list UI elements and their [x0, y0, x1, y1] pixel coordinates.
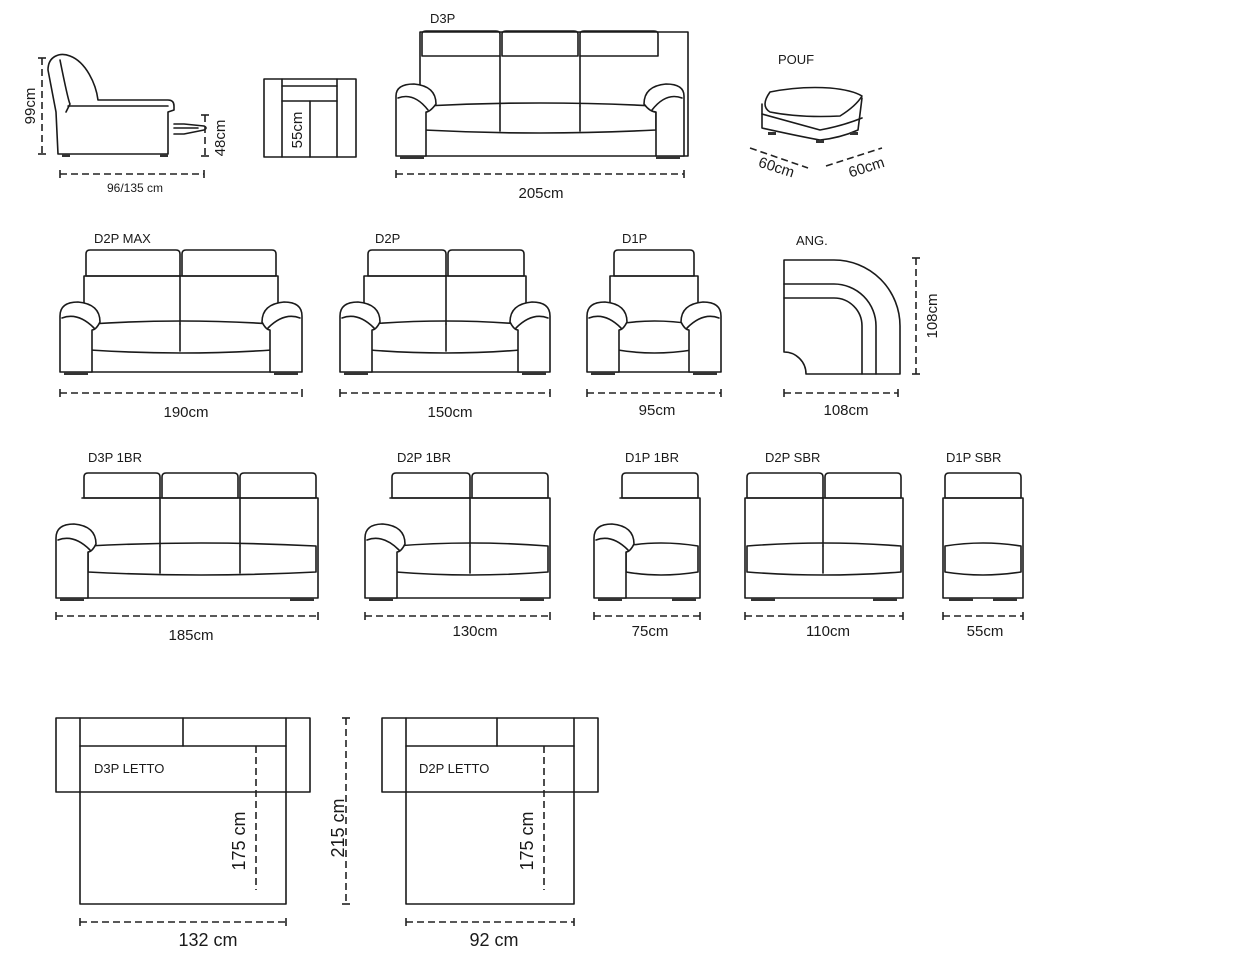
d1p-sbr-width-label: 55cm	[967, 623, 1004, 640]
d2p-sofa	[339, 249, 551, 397]
d1p-1br-width-label: 75cm	[632, 623, 669, 640]
d2p-letto-width-label: 92 cm	[469, 930, 518, 950]
letto-length-label: 215 cm	[328, 798, 348, 857]
d2p-max-width-label: 190cm	[163, 404, 208, 421]
side-view-recliner	[38, 53, 209, 178]
d2p-1br-width-label: 130cm	[452, 623, 497, 640]
ang-label: ANG.	[796, 233, 828, 248]
d3p-sofa	[395, 30, 689, 178]
arm-section	[263, 78, 357, 158]
d2p-sbr-width-label: 110cm	[806, 623, 850, 640]
d2p-width-label: 150cm	[427, 404, 472, 421]
d3p-letto-mattress-label: 175 cm	[229, 811, 249, 870]
d3p-1br-label: D3P 1BR	[88, 450, 142, 465]
d1p-1br-label: D1P 1BR	[625, 450, 679, 465]
d1p-armchair	[586, 249, 722, 397]
d2p-letto-plan	[381, 717, 599, 926]
d2p-sbr-sofa	[744, 472, 904, 620]
d2p-1br-label: D2P 1BR	[397, 450, 451, 465]
d1p-label: D1P	[622, 231, 647, 246]
pouf-label: POUF	[778, 52, 814, 67]
d2p-1br-sofa	[364, 472, 551, 620]
d3p-1br-width-label: 185cm	[168, 627, 213, 644]
d3p-letto-width-label: 132 cm	[178, 930, 237, 950]
d2p-max-sofa	[59, 249, 303, 397]
d3p-width-label: 205cm	[518, 185, 563, 202]
ang-height-label: 108cm	[924, 293, 941, 338]
d2p-letto-mattress-label: 175 cm	[517, 811, 537, 870]
side-depth-label: 96/135 cm	[107, 181, 163, 195]
d2p-letto-label: D2P LETTO	[419, 761, 489, 776]
ang-width-label: 108cm	[823, 402, 868, 419]
pouf	[749, 86, 883, 169]
d1p-sbr-label: D1P SBR	[946, 450, 1001, 465]
pouf-depth-label: 60cm	[756, 154, 796, 182]
d3p-label: D3P	[430, 11, 455, 26]
d3p-letto-plan	[55, 717, 350, 926]
side-height-label: 99cm	[22, 88, 39, 125]
d1p-1br-armchair	[593, 472, 701, 620]
d1p-sbr-unit	[942, 472, 1024, 620]
d1p-width-label: 95cm	[639, 402, 676, 419]
arm-width-label: 55cm	[289, 112, 306, 149]
d2p-sbr-label: D2P SBR	[765, 450, 820, 465]
d3p-letto-label: D3P LETTO	[94, 761, 164, 776]
ang-corner-unit	[783, 257, 920, 397]
side-seat-height-label: 48cm	[212, 120, 229, 157]
d2p-label: D2P	[375, 231, 400, 246]
d3p-1br-sofa	[55, 472, 319, 620]
d2p-max-label: D2P MAX	[94, 231, 151, 246]
